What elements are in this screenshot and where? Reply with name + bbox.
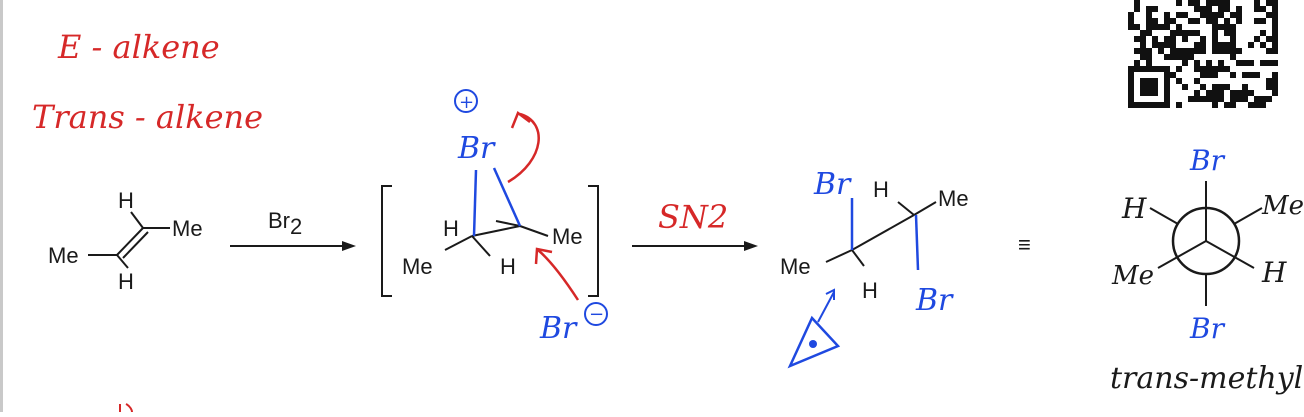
- reagent-br2: Br2: [268, 208, 302, 239]
- arrow-sn2: SN2: [632, 198, 758, 251]
- reactant-me-right: Me: [172, 216, 203, 241]
- newman-me-right: Me: [1261, 191, 1304, 221]
- newman-br-top: Br: [1189, 144, 1226, 177]
- bromonium-h-left: H: [443, 216, 459, 241]
- product-me-left: Me: [780, 254, 811, 279]
- trans-methyl-note: trans-methyl: [1110, 361, 1303, 396]
- e-alkene-note: E - alkene: [57, 28, 220, 66]
- product-h-top: H: [873, 177, 889, 202]
- arrow-bromination: Br2: [230, 208, 356, 251]
- newman-br-bottom: Br: [1189, 312, 1226, 345]
- reactant-h-bottom: H: [118, 269, 134, 294]
- left-bracket: [381, 185, 392, 297]
- bromonium-intermediate: H Me Me H + Br Br −: [381, 89, 608, 346]
- qr-code-icon: [1128, 0, 1278, 108]
- reactant-h-top: H: [118, 188, 134, 213]
- sn2-note: SN2: [658, 198, 728, 236]
- cut-off-handwriting: [119, 403, 133, 413]
- product-dibromide: Br H Me Me H Br: [780, 167, 969, 369]
- newman-me-left: Me: [1111, 261, 1154, 291]
- bromide-br: Br: [539, 311, 578, 346]
- trans-alkene-note: Trans - alkene: [32, 98, 263, 136]
- page-edge: [0, 0, 3, 412]
- product-br-right: Br: [915, 283, 954, 318]
- newman-h-right: H: [1261, 256, 1287, 289]
- eye-icon: [787, 288, 841, 369]
- bromonium-me-left: Me: [402, 254, 433, 279]
- product-me-right: Me: [938, 186, 969, 211]
- equivalence-symbol: ≡: [1018, 232, 1031, 257]
- bromide-minus: −: [589, 304, 604, 325]
- reactant-alkene: H Me Me H: [48, 188, 203, 294]
- plus-charge-circle: [454, 89, 478, 113]
- minus-charge-circle: [584, 302, 608, 326]
- reactant-me-left: Me: [48, 243, 79, 268]
- newman-h-left: H: [1121, 192, 1147, 225]
- bromonium-br: Br: [457, 131, 496, 166]
- bromonium-me-right: Me: [552, 224, 583, 249]
- product-h-bottom: H: [862, 278, 878, 303]
- right-bracket: [588, 185, 599, 297]
- product-br-left: Br: [813, 167, 852, 202]
- newman-projection: Br H Me Me H Br trans-methyl: [1110, 144, 1304, 396]
- bromonium-h-bottom: H: [500, 254, 516, 279]
- bromonium-plus: +: [459, 92, 474, 113]
